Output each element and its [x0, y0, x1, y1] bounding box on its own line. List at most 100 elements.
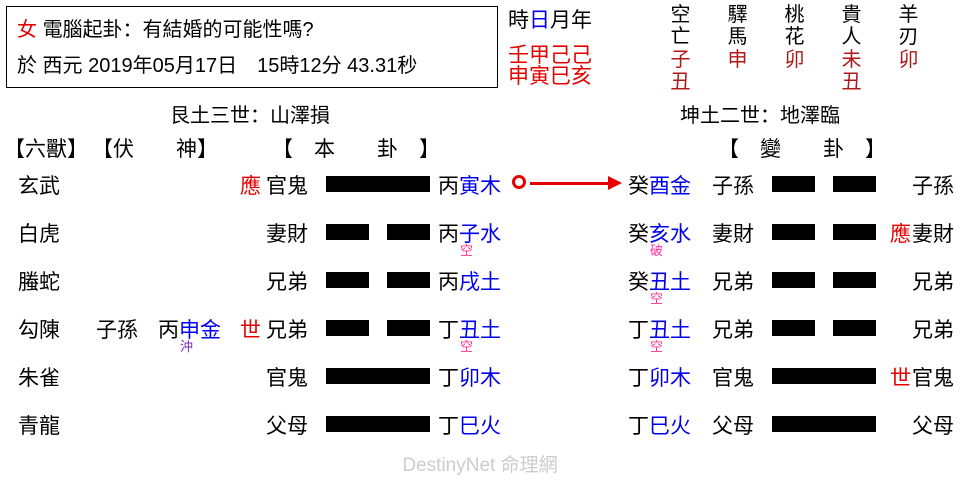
shensha-value-2: 丑 [670, 71, 691, 94]
hexagram-line-changed [772, 272, 876, 288]
stem-right: 丁 [628, 319, 649, 342]
shensha-name-char1: 貴 [841, 4, 862, 26]
stem-left: 丁 [438, 415, 459, 438]
ganzhi-left: 丙寅木 [438, 170, 501, 200]
pillar-headers: 時日月年 [508, 4, 638, 34]
status-mark-left: 空 [460, 243, 474, 258]
hidden-stem: 丙 [158, 319, 179, 342]
line-bar [387, 272, 430, 288]
table-row: 螣蛇 兄弟 丙戌土 癸丑土空 兄弟 兄弟 [0, 262, 960, 310]
arrow-line-icon [530, 182, 612, 185]
hexagram-line-changed [772, 368, 876, 384]
hexagram-line-original [326, 224, 430, 240]
shensha-column: 桃 花 卯 [766, 4, 823, 94]
line-bar [833, 320, 876, 336]
hexagram-line-changed [772, 224, 876, 240]
ganzhi-left: 丙子水空 [438, 218, 501, 257]
arrow-head-icon [608, 176, 622, 190]
shensha-value-2 [709, 71, 766, 93]
line-bar [326, 176, 430, 192]
datetime-value: 2019年05月17日 15時12分 43.31秒 [88, 55, 418, 77]
six-relative-right: 兄弟 [712, 319, 754, 342]
question-text: 電腦起卦：有結婚的可能性嗎? [42, 19, 314, 41]
hexagram-line-original [326, 272, 430, 288]
hexagram-line-original [326, 320, 430, 336]
datetime-line: 於 西元 2019年05月17日 15時12分 43.31秒 [17, 49, 417, 78]
shensha-value-1: 子 [670, 48, 691, 71]
ganzhi-right: 丁巳火 [628, 410, 691, 440]
shensha-name-char2: 馬 [727, 26, 748, 49]
branch-left: 戌土 [459, 271, 501, 294]
line-bar [833, 224, 876, 240]
six-relative-left: 父母 [266, 415, 308, 438]
shensha-column: 空 亡 子 丑 [652, 4, 709, 94]
ganzhi-left: 丙戌土 [438, 266, 501, 296]
pillar-branches: 申寅巳亥 [508, 65, 592, 88]
shensha-name-char2: 刃 [898, 26, 919, 49]
watermark: DestinyNet 命理網 [402, 455, 558, 476]
changing-circle-icon [512, 175, 526, 189]
branch-left: 子水 [459, 223, 501, 246]
changed-hexagram-name: 坤土二世：地澤臨 [680, 105, 840, 127]
header-original-hexagram: 【 本 卦 】 [272, 138, 440, 161]
six-relative-left: 官鬼 [266, 175, 308, 198]
hexagram-line-original [326, 368, 430, 384]
six-beast-label: 白虎 [18, 223, 60, 246]
line-bar [772, 368, 876, 384]
shensha-value-2: 丑 [841, 71, 862, 94]
stem-right: 丁 [628, 415, 649, 438]
six-relative-right-outer: 妻財 [912, 223, 954, 246]
shi-ying-marker-right: 世 [890, 367, 911, 390]
stem-right: 癸 [628, 271, 649, 294]
branch-left: 巳火 [459, 415, 501, 438]
table-row: 朱雀 官鬼 丁卯木 丁卯木 官鬼 世 官鬼 [0, 358, 960, 406]
six-relative-right: 妻財 [712, 223, 754, 246]
question-box: 女 電腦起卦：有結婚的可能性嗎? 於 西元 2019年05月17日 15時12分… [6, 6, 498, 88]
era-prefix: 於 西元 [17, 55, 83, 77]
stem-right: 丁 [628, 367, 649, 390]
line-bar [387, 224, 430, 240]
stem-right: 癸 [628, 223, 649, 246]
branch-left: 卯木 [459, 367, 501, 390]
shensha-value-1: 未 [841, 48, 862, 71]
six-relative-right: 官鬼 [712, 367, 754, 390]
stem-left: 丁 [438, 319, 459, 342]
shensha-name-char1: 驛 [727, 4, 748, 26]
six-relative-left: 妻財 [266, 223, 308, 246]
shensha-name-char1: 桃 [784, 4, 805, 26]
stem-left: 丙 [438, 175, 459, 198]
hexagram-line-changed [772, 320, 876, 336]
stem-left: 丙 [438, 271, 459, 294]
table-row: 青龍 父母 丁巳火 丁巳火 父母 父母 [0, 406, 960, 454]
question-line: 女 電腦起卦：有結婚的可能性嗎? [17, 13, 314, 42]
six-relative-right: 子孫 [712, 175, 754, 198]
shensha-name-char2: 亡 [670, 26, 691, 49]
line-bar [772, 320, 815, 336]
branch-right: 酉金 [649, 175, 691, 198]
shensha-name-char1: 羊 [898, 4, 919, 26]
branch-right: 卯木 [649, 367, 691, 390]
shensha-name-char2: 花 [784, 26, 805, 49]
line-bar [772, 272, 815, 288]
table-row: 白虎 妻財 丙子水空 癸亥水破 妻財 應 妻財 [0, 214, 960, 262]
four-pillars: 時日月年 壬甲己己 申寅巳亥 [508, 4, 638, 87]
six-relative-right-outer: 子孫 [912, 175, 954, 198]
status-mark-right: 空 [650, 291, 664, 306]
pillar-stems: 壬甲己己 [508, 44, 592, 67]
branch-right: 亥水 [649, 223, 691, 246]
six-relative-left: 兄弟 [266, 319, 308, 342]
table-row: 勾陳 子孫 丙申金沖 世 兄弟 丁丑土空 丁丑土空 兄弟 兄弟 [0, 310, 960, 358]
original-hexagram-name: 艮土三世：山澤損 [170, 105, 330, 127]
shensha-table: 空 亡 子 丑 驛 馬 申 桃 花 卯 貴 人 未 丑 羊 刃 卯 [652, 4, 952, 94]
hexagram-line-changed [772, 416, 876, 432]
six-relative-right-outer: 兄弟 [912, 319, 954, 342]
six-beast-label: 螣蛇 [18, 271, 60, 294]
shensha-value-1: 卯 [898, 48, 919, 71]
six-beast-label: 玄武 [18, 175, 60, 198]
line-bar [833, 272, 876, 288]
pillar-header-day: 日 [529, 9, 550, 32]
pillar-header-year: 年 [571, 9, 592, 32]
branch-left: 寅木 [459, 175, 501, 198]
ganzhi-left: 丁丑土空 [438, 314, 501, 353]
